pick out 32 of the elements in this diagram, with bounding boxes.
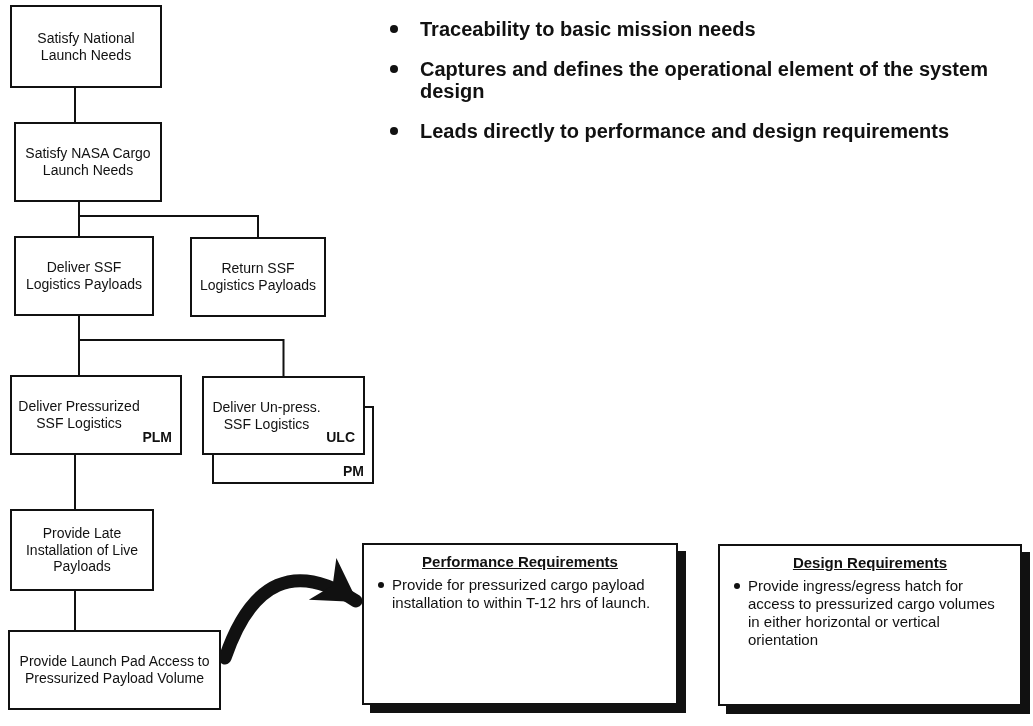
bullet-point: Traceability to basic mission needs [420, 18, 757, 40]
box-tag: ULC [326, 429, 355, 445]
bullet-text: Provide ingress/egress hatch for access to pressurized cargo volumes in either horizontal or vertical orientation [748, 577, 995, 648]
process-box [14, 122, 162, 202]
process-box [8, 630, 221, 710]
process-box [10, 375, 182, 455]
box-tag: PLM [142, 429, 172, 445]
box-label: Satisfy NASA Cargo Launch Needs [24, 145, 152, 179]
connector-line [78, 315, 285, 377]
process-box [14, 236, 154, 316]
box-label: Satisfy National Launch Needs [36, 29, 136, 64]
connector-line [74, 454, 76, 510]
connector-line [78, 201, 259, 238]
bullet-point: Captures and defines the operational element of the system design [420, 58, 989, 102]
box-label: Provide Launch Pad Access to Pressurized Payload Volume [18, 653, 211, 687]
process-box [202, 376, 365, 455]
box-heading: Performance Requirements [422, 553, 618, 570]
bullet-point: Leads directly to performance and design requirements [420, 120, 951, 142]
process-box [10, 509, 154, 591]
box-label: Deliver Pressurized SSF Logistics [18, 398, 141, 432]
box-label: Deliver Un-press. SSF Logistics [211, 398, 322, 433]
box-label: Provide Late Installation of Live Payloads [24, 524, 140, 576]
box-heading: Design Requirements [792, 554, 948, 571]
bullet-text: Provide for pressurized cargo payload installation to within T-12 hrs of launch. [392, 576, 651, 611]
process-box [212, 455, 374, 484]
process-box [190, 237, 326, 317]
box-label: Deliver SSF Logistics Payloads [25, 259, 143, 293]
box-tag: PM [343, 463, 364, 479]
box-label: Return SSF Logistics Payloads [199, 260, 317, 294]
process-box [10, 5, 162, 88]
connector-line [74, 87, 76, 123]
connector-line [74, 590, 76, 631]
